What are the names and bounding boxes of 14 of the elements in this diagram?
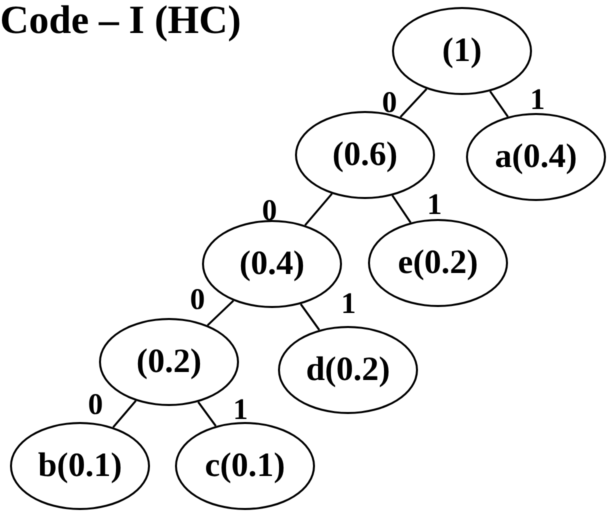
connector-line <box>197 401 217 427</box>
connector-line <box>300 304 320 330</box>
connector-line <box>304 193 333 226</box>
ellipse-node: a(0.4) <box>466 113 606 201</box>
ellipse-node: c(0.1) <box>175 422 315 510</box>
connector-line <box>489 90 509 118</box>
connector-line <box>392 194 412 224</box>
ellipse-node: d(0.2) <box>278 326 418 414</box>
connector-line <box>206 300 234 326</box>
connector-line <box>112 400 137 428</box>
connector-line <box>400 88 428 118</box>
ellipse-node: e(0.2) <box>368 219 508 307</box>
title: Code – I (HC) <box>0 0 242 40</box>
ellipse-node: b(0.1) <box>10 422 150 510</box>
